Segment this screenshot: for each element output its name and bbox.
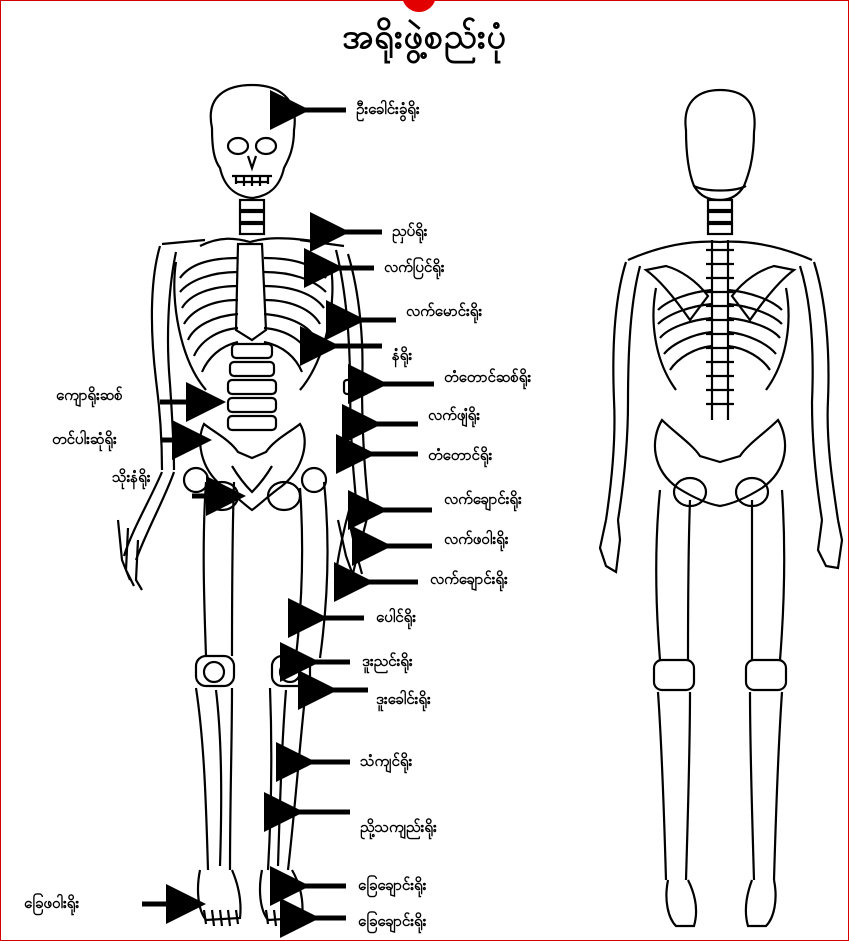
label-shoulder: လက်ပြင်ရိုး bbox=[384, 258, 445, 276]
label-elbow: တံတောင်ဆစ်ရိုး bbox=[444, 368, 531, 386]
pointer-arrows bbox=[142, 110, 434, 918]
label-spine: ကျောရိုးဆစ် bbox=[56, 386, 123, 404]
label-skull: ဦးခေါင်းခွံရိုး bbox=[356, 100, 420, 118]
label-fibula: ညို့သကျည်းရိုး bbox=[360, 818, 437, 836]
label-fingers: လက်ချောင်းရိုး bbox=[430, 570, 508, 588]
label-palm: လက်ဖဝါးရိုး bbox=[444, 530, 509, 548]
label-neck: ညှပ်ရိုး bbox=[392, 222, 427, 240]
label-ankle: ခြေချောင်းရိုး bbox=[358, 876, 426, 894]
back-skeleton bbox=[600, 90, 842, 926]
label-shin: သံကျင်ရိုး bbox=[360, 752, 412, 770]
label-upper-arm: လက်မောင်းရိုး bbox=[406, 302, 482, 320]
label-knee: ဒူးခေါင်းရိုး bbox=[376, 690, 431, 708]
label-rib: နံရိုး bbox=[392, 346, 412, 364]
label-sole: ခြေဖဝါးရိုး bbox=[24, 894, 79, 912]
label-pelvis: သိုးနံရိုး bbox=[112, 468, 151, 486]
label-femur: ပေါင်ရိုး bbox=[376, 608, 416, 626]
label-kneecap: ဒူးညင်းရိုး bbox=[362, 652, 413, 670]
label-forearm: လက်ဖျံရိုး bbox=[428, 406, 480, 424]
label-hip: တင်ပါးဆုံရိုး bbox=[52, 430, 117, 448]
front-skeleton bbox=[118, 85, 370, 926]
label-wrist: လက်ချောင်းရိုး bbox=[444, 490, 522, 508]
label-radius: တံတောင်ရိုး bbox=[428, 446, 492, 464]
label-toes: ခြေချောင်းရိုး bbox=[358, 912, 426, 930]
